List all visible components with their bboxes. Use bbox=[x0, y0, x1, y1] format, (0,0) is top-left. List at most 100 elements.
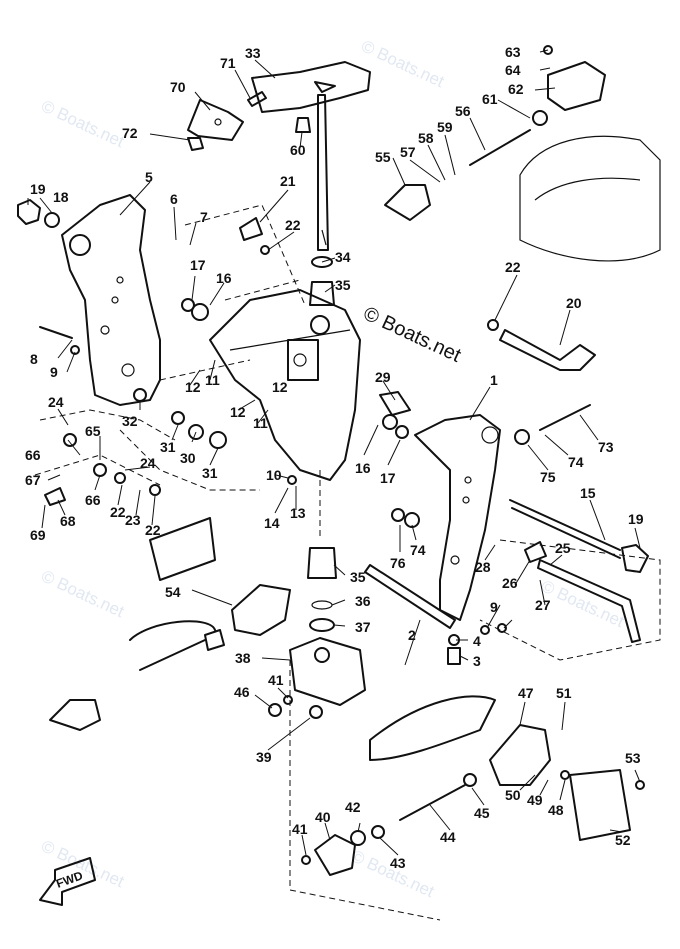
callout-number: 51 bbox=[556, 685, 572, 701]
callout-number: 15 bbox=[580, 485, 596, 501]
lower-cover bbox=[369, 695, 496, 761]
callout-number: 10 bbox=[266, 467, 282, 483]
bolt bbox=[247, 91, 267, 107]
callout-number: 9 bbox=[50, 364, 58, 380]
bolt bbox=[399, 784, 466, 821]
tilt-pin bbox=[379, 391, 411, 416]
rubber-mount bbox=[384, 184, 431, 221]
callout-number: 35 bbox=[335, 277, 351, 293]
washer bbox=[114, 472, 126, 484]
washer bbox=[309, 705, 323, 719]
callout-number: 62 bbox=[508, 81, 524, 97]
bolt-head bbox=[204, 629, 225, 651]
leader-line bbox=[119, 429, 260, 491]
wire-loop bbox=[129, 620, 216, 641]
callout-number: 42 bbox=[345, 799, 361, 815]
callout-number: 34 bbox=[335, 249, 351, 265]
bracket-hole bbox=[464, 476, 472, 484]
nut bbox=[268, 703, 282, 717]
callout-number: 66 bbox=[85, 492, 101, 508]
washer bbox=[395, 425, 409, 439]
callout-number: 20 bbox=[566, 295, 582, 311]
callout-number: 29 bbox=[375, 369, 391, 385]
leader-line bbox=[159, 359, 251, 381]
nut bbox=[621, 544, 649, 573]
bushing bbox=[307, 547, 337, 579]
fwd-label: FWD bbox=[54, 868, 85, 891]
bolt bbox=[469, 129, 531, 166]
leader-line bbox=[289, 660, 441, 921]
swivel-bushing bbox=[310, 315, 330, 335]
callout-number: 16 bbox=[216, 270, 232, 286]
clamp-pivot bbox=[69, 234, 91, 256]
callout-number: 21 bbox=[280, 173, 296, 189]
leader-line bbox=[39, 409, 176, 441]
lower-right-bracket bbox=[489, 724, 551, 786]
through-tube bbox=[511, 507, 621, 559]
steering-arm-detail bbox=[314, 81, 336, 93]
washer bbox=[532, 110, 548, 126]
callout-number: 39 bbox=[256, 749, 272, 765]
leader-line bbox=[224, 279, 301, 301]
washer bbox=[514, 429, 530, 445]
nut bbox=[295, 117, 311, 133]
callout-number: 12 bbox=[230, 404, 246, 420]
bolt-hole bbox=[214, 118, 222, 126]
lower-mount-bracket bbox=[289, 637, 366, 706]
steering-arm bbox=[251, 61, 371, 113]
nut bbox=[301, 855, 311, 865]
bracket-hole bbox=[116, 276, 124, 284]
fwd-arrow-shape bbox=[39, 857, 96, 906]
callout-number: 41 bbox=[292, 821, 308, 837]
callout-number: 43 bbox=[390, 855, 406, 871]
callout-number: 63 bbox=[505, 44, 521, 60]
callout-number: 44 bbox=[440, 829, 456, 845]
watermark-text: © Boats.net bbox=[358, 36, 447, 91]
bracket-hole bbox=[462, 496, 470, 504]
nut bbox=[17, 199, 41, 225]
washer bbox=[181, 298, 195, 312]
callout-number: 75 bbox=[540, 469, 556, 485]
leader-line bbox=[184, 204, 306, 306]
shaft-spline bbox=[321, 229, 327, 246]
callout-number: 16 bbox=[355, 460, 371, 476]
callout-number: 74 bbox=[410, 542, 426, 558]
callout-number: 69 bbox=[30, 527, 46, 543]
callout-number: 68 bbox=[60, 513, 76, 529]
watermark-text: © Boats.net bbox=[38, 96, 127, 151]
callout-number: 22 bbox=[505, 259, 521, 275]
nut bbox=[260, 245, 270, 255]
callout-number: 45 bbox=[474, 805, 490, 821]
callout-number: 11 bbox=[205, 372, 220, 388]
callout-number: 55 bbox=[375, 149, 391, 165]
rubber-mount bbox=[314, 834, 356, 876]
cover-plate bbox=[569, 769, 631, 841]
callout-number: 26 bbox=[502, 575, 518, 591]
callout-number: 13 bbox=[290, 505, 306, 521]
assembly-lines bbox=[34, 204, 661, 921]
callout-number: 35 bbox=[350, 569, 366, 585]
callout-number: 49 bbox=[527, 792, 543, 808]
nut bbox=[187, 137, 204, 151]
callout-number: 4 bbox=[473, 633, 481, 649]
washer bbox=[44, 212, 60, 228]
callout-number: 8 bbox=[30, 351, 38, 367]
callout-number: 24 bbox=[140, 455, 156, 471]
watermark-text: © Boats.net bbox=[360, 303, 465, 367]
callout-number: 76 bbox=[390, 555, 406, 571]
bolt bbox=[39, 326, 73, 339]
swivel-hole bbox=[293, 353, 307, 367]
callout-number: 31 bbox=[160, 439, 176, 455]
callout-number: 40 bbox=[315, 809, 331, 825]
callout-number: 2 bbox=[408, 627, 416, 643]
callout-number: 11 bbox=[253, 415, 268, 431]
callout-number: 61 bbox=[482, 91, 498, 107]
rubber-mount bbox=[49, 699, 101, 731]
callout-number: 12 bbox=[185, 379, 201, 395]
link-rod bbox=[364, 564, 456, 629]
callout-number: 74 bbox=[568, 454, 584, 470]
washer bbox=[63, 433, 77, 447]
callout-number: 65 bbox=[85, 423, 101, 439]
bolt bbox=[139, 639, 206, 671]
